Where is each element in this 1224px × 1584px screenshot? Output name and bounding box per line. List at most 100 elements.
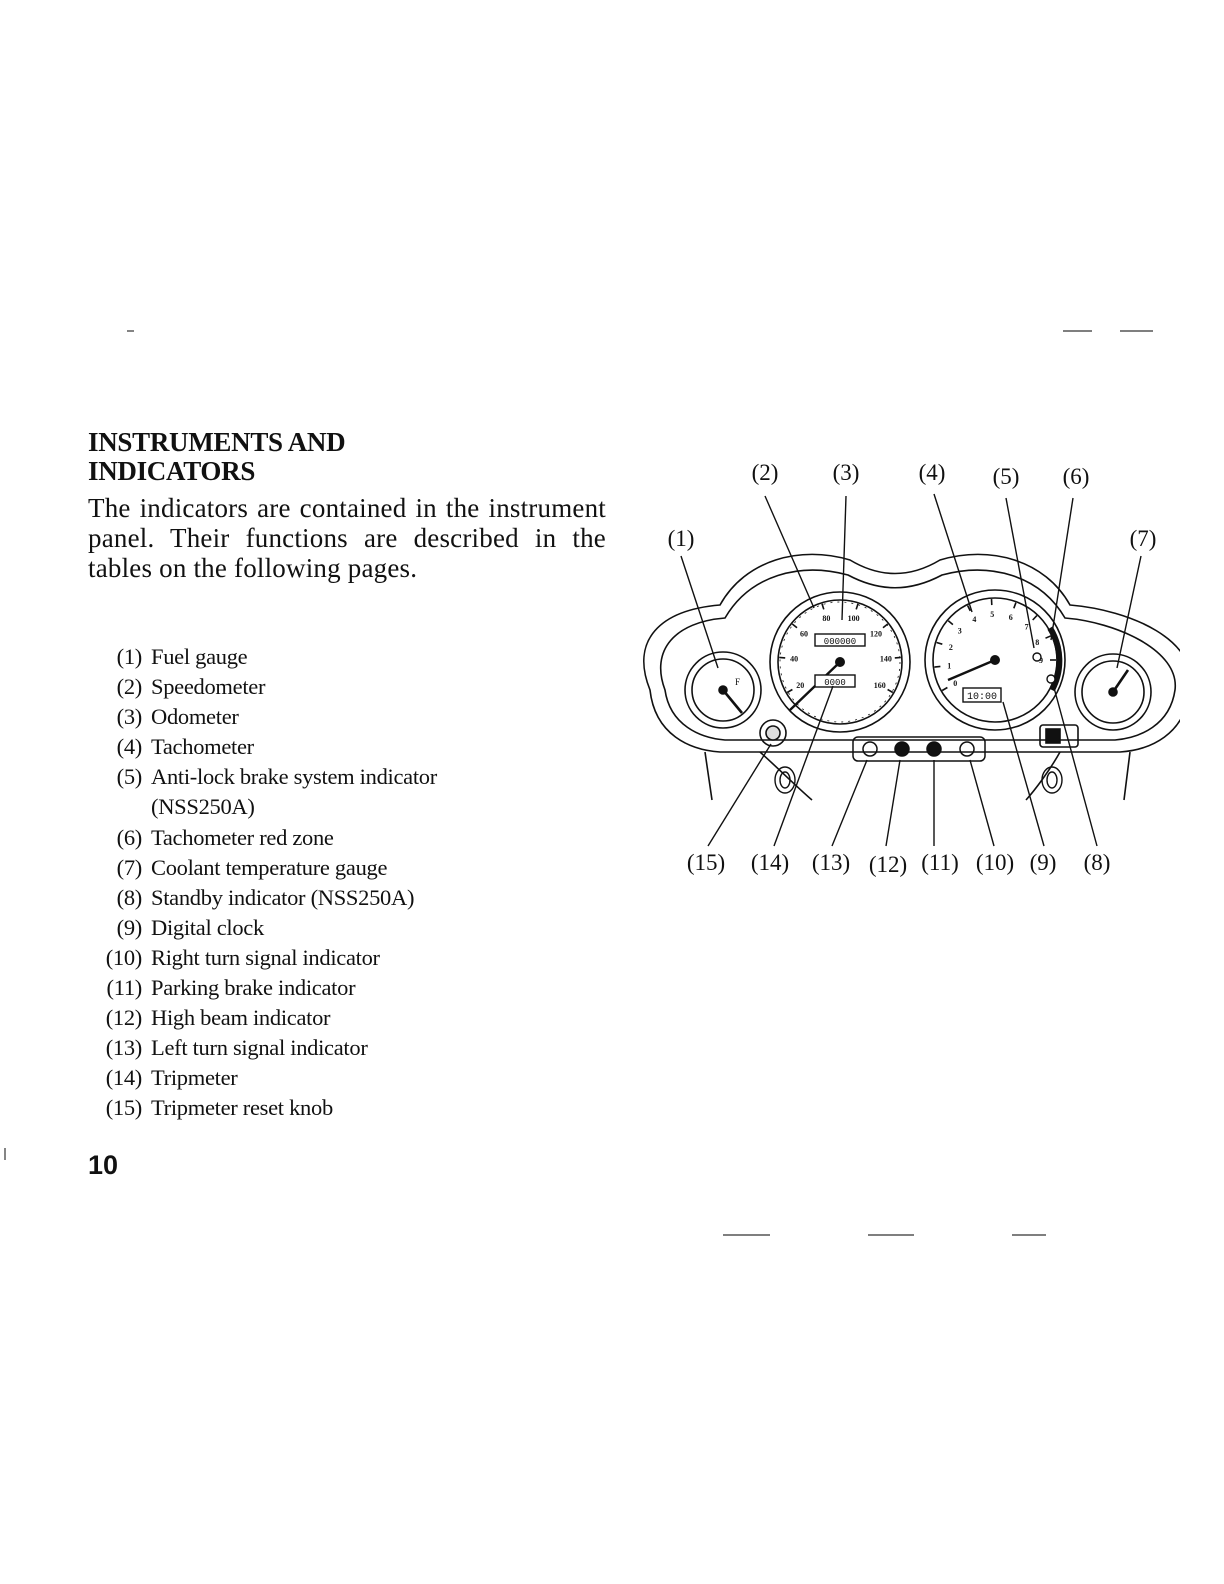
tachometer-needle: [947, 655, 1000, 682]
heading-line-2: INDICATORS: [88, 456, 256, 486]
tachometer-tick-2: 2: [949, 643, 953, 652]
tachometer-tick-mark: [1013, 602, 1017, 609]
mounting-bosses: [774, 766, 1063, 794]
callout-14: (14): [751, 850, 789, 875]
speedometer-tick-mark: [882, 623, 889, 629]
list-item: (10)Right turn signal indicator: [105, 944, 380, 970]
speedometer-tick-80: 80: [822, 614, 830, 623]
speedometer-tick-60: 60: [800, 629, 808, 638]
section-heading: INSTRUMENTS AND INDICATORS: [88, 428, 508, 486]
fuel-gauge: F: [684, 651, 762, 729]
speedometer-tick-140: 140: [880, 655, 892, 664]
speedometer-tick-160: 160: [874, 681, 886, 690]
page-number: 10: [88, 1150, 119, 1180]
speedometer-tick-mark: [821, 603, 825, 610]
speedometer-tick-100: 100: [848, 614, 860, 623]
callout-leader-lines: [680, 493, 1142, 847]
callout-4: (4): [919, 460, 946, 485]
panel-housing: [643, 553, 1180, 801]
fuel-gauge-f-label: F: [735, 677, 740, 687]
heading-line-1: INSTRUMENTS AND: [88, 427, 346, 457]
list-item: (8)Standby indicator (NSS250A): [116, 884, 415, 910]
standby-indicator-lamp: [1046, 674, 1056, 684]
tachometer-tick-4: 4: [972, 615, 976, 624]
speedometer-tick-mark: [855, 603, 859, 610]
list-item: (5)Anti-lock brake system indicator: [116, 764, 438, 790]
tachometer-red-zone: [1047, 626, 1063, 692]
instrument-panel-diagram: F 20 40 60 80 100 120 140 160 000000 0000 01 23 4…: [643, 460, 1180, 877]
odometer-reading: 000000: [824, 637, 856, 647]
callout-8: (8): [1084, 850, 1111, 875]
list-item: (1)Fuel gauge: [116, 644, 248, 669]
list-item: (15)Tripmeter reset knob: [105, 1095, 333, 1121]
digital-clock: 10:00: [962, 687, 1002, 703]
right-side-switch: [1039, 724, 1079, 748]
callout-1: (1): [668, 526, 695, 551]
speedometer-tick-mark: [786, 688, 793, 694]
tripmeter-reading: 0000: [824, 678, 846, 688]
coolant-temperature-gauge: [1074, 653, 1152, 731]
tachometer-tick-1: 1: [947, 661, 951, 670]
tachometer-tick-mark: [1032, 615, 1038, 621]
callout-3: (3): [833, 460, 860, 485]
list-item: (4)Tachometer: [116, 734, 255, 760]
speedometer-tick-20: 20: [796, 681, 804, 690]
speedometer-tick-mark: [779, 656, 786, 659]
tachometer-tick-7: 7: [1025, 623, 1029, 632]
odometer: 000000: [814, 633, 866, 647]
speedometer-tick-labels: 20 40 60 80 100 120 140 160: [779, 603, 901, 694]
intro-paragraph: The indicators are contained in the inst…: [88, 493, 606, 583]
tachometer-tick-mark: [1045, 635, 1052, 639]
parking-brake-indicator: [926, 741, 942, 757]
tachometer-tick-6: 6: [1009, 613, 1013, 622]
tachometer-tick-5: 5: [990, 610, 994, 619]
list-item-continuation: (NSS250A): [151, 794, 255, 820]
clock-reading: 10:00: [967, 692, 997, 703]
speedometer-tick-mark: [887, 688, 894, 694]
callout-12: (12): [869, 852, 907, 877]
speedometer-tick-mark: [791, 623, 798, 629]
abs-indicator-lamp: [1032, 652, 1042, 662]
tachometer-tick-mark: [966, 605, 972, 612]
list-item: (2)Speedometer: [116, 674, 266, 700]
callout-labels: (1) (2) (3) (4) (5) (6) (7) (15) (14) (1…: [668, 460, 1157, 877]
callout-9: (9): [1030, 850, 1057, 875]
callout-15: (15): [687, 850, 725, 875]
list-item: (9)Digital clock: [116, 914, 265, 940]
callout-10: (10): [976, 850, 1014, 875]
tachometer-tick-0: 0: [953, 679, 957, 688]
callout-7: (7): [1130, 526, 1157, 551]
tachometer-tick-mark: [936, 641, 943, 645]
tachometer-tick-mark: [947, 620, 954, 626]
speedometer-tick-120: 120: [870, 629, 882, 638]
speedometer: [769, 591, 911, 733]
high-beam-indicator: [894, 741, 910, 757]
callout-11: (11): [921, 850, 958, 875]
list-item: (3)Odometer: [116, 704, 239, 730]
callout-13: (13): [812, 850, 850, 875]
list-item: (13)Left turn signal indicator: [105, 1035, 368, 1061]
tachometer-tick-8: 8: [1035, 638, 1039, 647]
tripmeter: 0000: [814, 674, 856, 688]
callout-5: (5): [993, 464, 1020, 489]
list-item: (7)Coolant temperature gauge: [116, 854, 388, 880]
tachometer: [924, 589, 1066, 731]
speedometer-tick-mark: [894, 656, 901, 659]
speedometer-tick-40: 40: [790, 655, 798, 664]
list-item: (6)Tachometer red zone: [116, 824, 334, 850]
list-item: (12)High beam indicator: [105, 1005, 331, 1031]
callout-2: (2): [752, 460, 779, 485]
callout-6: (6): [1063, 464, 1090, 489]
tachometer-tick-mark: [941, 686, 948, 692]
indicator-strip: [852, 736, 986, 762]
list-item: (11)Parking brake indicator: [106, 975, 356, 1001]
right-turn-indicator: [959, 741, 975, 757]
parts-list: (1)Fuel gauge (2)Speedometer (3)Odometer…: [88, 642, 548, 1124]
list-item: (14)Tripmeter: [105, 1065, 238, 1091]
left-turn-indicator: [862, 741, 878, 757]
tachometer-tick-3: 3: [958, 626, 962, 635]
tripmeter-reset-knob: [759, 719, 787, 747]
tachometer-tick-9: 9: [1039, 656, 1043, 665]
tachometer-tick-mark: [934, 665, 941, 668]
